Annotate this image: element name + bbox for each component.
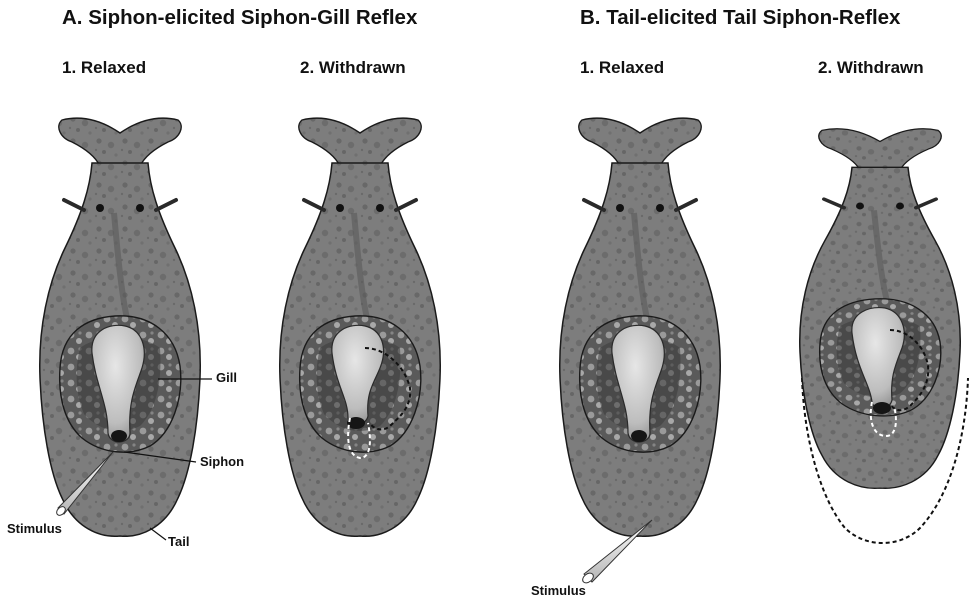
- siphon-label: Siphon: [200, 454, 244, 469]
- slug-b-withdrawn: [800, 129, 968, 543]
- gill-label: Gill: [216, 370, 237, 385]
- slug-b-relaxed: [560, 118, 721, 536]
- stimulus-label-a: Stimulus: [7, 521, 62, 536]
- slug-a-relaxed: [40, 118, 201, 536]
- tail-leader-line: [150, 528, 166, 540]
- slug-a-withdrawn: [280, 118, 441, 536]
- stimulus-label-b: Stimulus: [531, 583, 586, 598]
- tail-label: Tail: [168, 534, 189, 549]
